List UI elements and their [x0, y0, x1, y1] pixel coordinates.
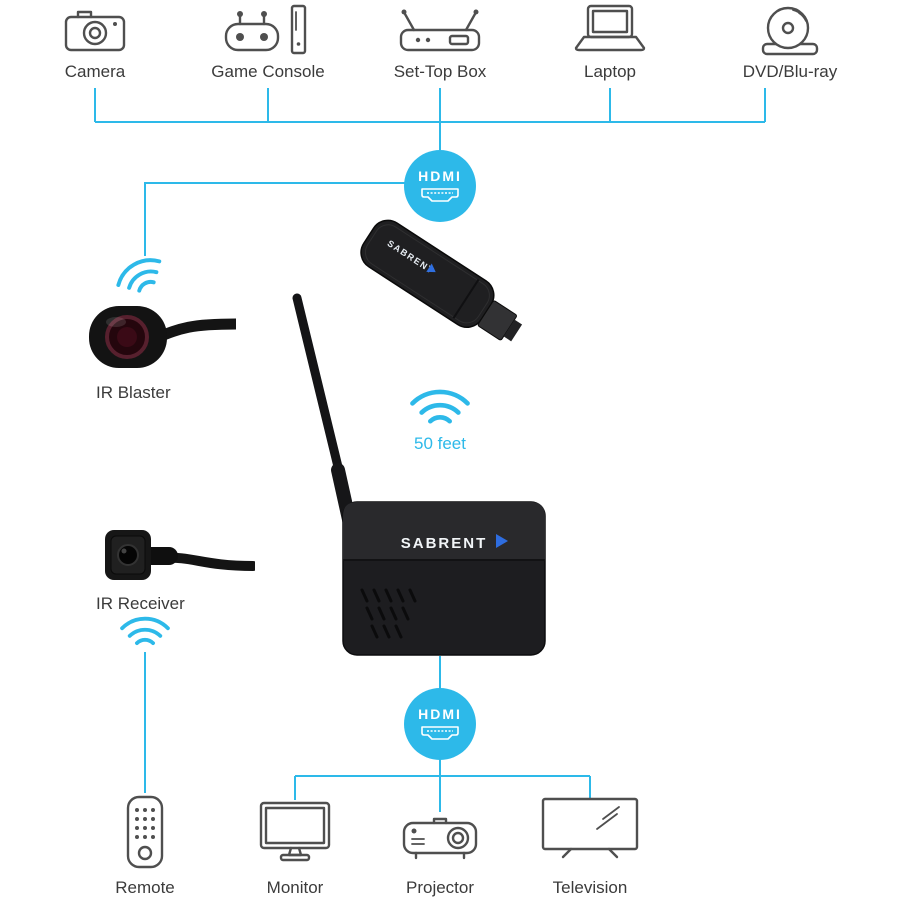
hdmi-label-top: HDMI	[418, 167, 462, 184]
output-label-monitor: Monitor	[266, 878, 324, 897]
source-node-camera: Camera	[35, 4, 155, 82]
hdmi-transmitter-dongle: SABRENT	[360, 219, 523, 342]
dvd-bluray-icon	[761, 6, 819, 56]
output-node-television: Television	[520, 795, 660, 898]
hdmi-badge-top: HDMI	[404, 150, 476, 222]
vent-slits	[360, 588, 417, 639]
hdmi-label-bottom: HDMI	[418, 705, 462, 722]
set-top-box-icon	[399, 9, 481, 52]
remote-icon	[126, 795, 164, 869]
source-label-set-top-box: Set-Top Box	[393, 62, 487, 81]
hdmi-connector-icon	[421, 725, 459, 740]
output-label-remote: Remote	[115, 878, 175, 897]
output-node-monitor: Monitor	[235, 795, 355, 898]
ir-receiver-label: IR Receiver	[96, 594, 185, 613]
source-label-camera: Camera	[64, 62, 126, 81]
game-console-icon	[224, 4, 307, 55]
source-node-game-console: Game Console	[188, 4, 348, 82]
television-icon	[541, 797, 639, 859]
source-node-dvd-bluray: DVD/Blu-ray	[720, 4, 860, 82]
ir-blaster-label: IR Blaster	[96, 383, 171, 402]
output-label-television: Television	[552, 878, 628, 897]
hdmi-receiver-box: SABRENT	[292, 293, 546, 656]
ir-blaster-signal-icon	[116, 258, 162, 293]
source-label-dvd-bluray: DVD/Blu-ray	[742, 62, 838, 81]
hdmi-badge-bottom: HDMI	[404, 688, 476, 760]
brand-arrow-icon	[496, 534, 508, 548]
source-node-laptop: Laptop	[550, 4, 670, 82]
camera-icon	[64, 10, 126, 52]
output-label-projector: Projector	[405, 878, 475, 897]
receiver-brand-text: SABRENT	[401, 535, 488, 552]
range-label: 50 feet	[414, 434, 466, 453]
ir-receiver-signal-icon	[120, 616, 170, 646]
output-node-remote: Remote	[95, 795, 195, 898]
monitor-icon	[259, 801, 331, 862]
projector-icon	[402, 817, 478, 860]
wireless-signal-icon	[410, 389, 470, 424]
source-node-set-top-box: Set-Top Box	[370, 4, 510, 82]
ir-blaster-device	[89, 306, 236, 368]
source-label-game-console: Game Console	[211, 62, 325, 81]
ir-receiver-device	[105, 530, 255, 580]
laptop-icon	[574, 4, 646, 52]
output-node-projector: Projector	[380, 795, 500, 898]
antenna	[292, 293, 345, 480]
source-label-laptop: Laptop	[584, 62, 636, 81]
hdmi-connector-icon	[421, 187, 459, 202]
